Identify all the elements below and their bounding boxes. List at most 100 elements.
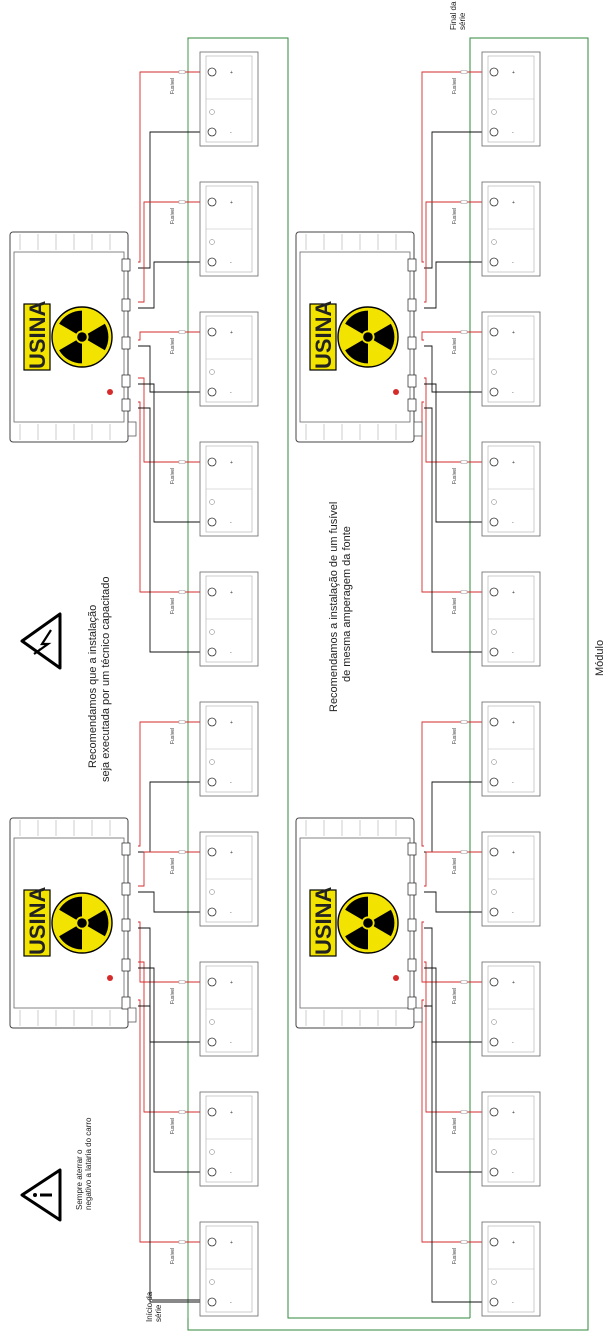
positive-terminal bbox=[489, 717, 499, 727]
minus-mark: - bbox=[230, 1170, 232, 1176]
battery: +- bbox=[199, 571, 259, 667]
minus-mark: - bbox=[230, 520, 232, 526]
output-terminal bbox=[121, 996, 131, 1010]
plus-mark: + bbox=[230, 720, 233, 726]
plus-mark: + bbox=[230, 70, 233, 76]
positive-terminal bbox=[489, 197, 499, 207]
fuse: Fusível bbox=[170, 1240, 186, 1264]
end-series-text: Final dasérie bbox=[449, 1, 467, 30]
plus-mark: + bbox=[512, 720, 515, 726]
positive-terminal bbox=[207, 1107, 217, 1117]
fuse-label: Fusível bbox=[452, 468, 458, 484]
installer-note-text: Recomendamos que a instalaçãoseja execut… bbox=[87, 577, 112, 782]
minus-mark: - bbox=[512, 1040, 514, 1046]
battery: +- bbox=[481, 1221, 541, 1317]
radiation-icon bbox=[337, 306, 399, 368]
fuse: Fusível bbox=[452, 1240, 468, 1264]
negative-terminal bbox=[489, 517, 499, 527]
output-terminal bbox=[121, 374, 131, 388]
output-terminal bbox=[121, 958, 131, 972]
output-terminal bbox=[407, 958, 417, 972]
output-terminal bbox=[121, 918, 131, 932]
radiation-icon bbox=[51, 892, 113, 954]
brand-text: USINA bbox=[25, 886, 50, 955]
radiation-icon bbox=[337, 892, 399, 954]
minus-mark: - bbox=[512, 260, 514, 266]
negative-terminal bbox=[489, 777, 499, 787]
fuse: Fusível bbox=[452, 200, 468, 224]
negative-terminal bbox=[207, 257, 217, 267]
fuse: Fusível bbox=[170, 720, 186, 744]
plus-mark: + bbox=[512, 460, 515, 466]
plus-mark: + bbox=[512, 980, 515, 986]
negative-terminal bbox=[207, 387, 217, 397]
brand-text: USINA bbox=[311, 886, 336, 955]
plus-mark: + bbox=[230, 330, 233, 336]
fuse: Fusível bbox=[170, 850, 186, 874]
positive-terminal bbox=[489, 457, 499, 467]
battery: +- bbox=[199, 1091, 259, 1187]
brand-badge bbox=[23, 889, 51, 957]
minus-mark: - bbox=[512, 520, 514, 526]
installer-note: Recomendamos que a instalaçãoseja execut… bbox=[87, 577, 112, 782]
fuse-label: Fusível bbox=[170, 1118, 176, 1134]
output-terminal bbox=[407, 374, 417, 388]
battery: +- bbox=[481, 311, 541, 407]
fuse-label: Fusível bbox=[452, 858, 458, 874]
minus-mark: - bbox=[512, 780, 514, 786]
negative-terminal bbox=[207, 1037, 217, 1047]
ground-note: Sempre aterrar onegativo a lataria do ca… bbox=[75, 1117, 93, 1210]
positive-terminal bbox=[207, 67, 217, 77]
negative-terminal bbox=[489, 1167, 499, 1177]
negative-terminal bbox=[489, 127, 499, 137]
minus-mark: - bbox=[512, 130, 514, 136]
fuse: Fusível bbox=[452, 590, 468, 614]
battery-wiring: FusívelFusívelFusívelFusívelFusívelFusív… bbox=[138, 70, 494, 1303]
radiation-icon bbox=[51, 306, 113, 368]
positive-terminal bbox=[489, 587, 499, 597]
plus-mark: + bbox=[230, 980, 233, 986]
amplifier: USINA bbox=[9, 817, 137, 1029]
warning-icon bbox=[20, 1168, 62, 1222]
fuse: Fusível bbox=[452, 330, 468, 354]
positive-terminal bbox=[489, 847, 499, 857]
output-terminal bbox=[121, 258, 131, 272]
battery: +- bbox=[481, 701, 541, 797]
amplifier: USINA bbox=[9, 231, 137, 443]
plus-mark: + bbox=[230, 460, 233, 466]
minus-mark: - bbox=[230, 1040, 232, 1046]
plus-mark: + bbox=[512, 590, 515, 596]
negative-terminal bbox=[207, 1167, 217, 1177]
fuse-label: Fusível bbox=[452, 208, 458, 224]
fuse: Fusível bbox=[452, 850, 468, 874]
battery: +- bbox=[199, 961, 259, 1057]
positive-terminal bbox=[207, 847, 217, 857]
negative-terminal bbox=[207, 777, 217, 787]
battery: +- bbox=[199, 831, 259, 927]
fuse: Fusível bbox=[170, 980, 186, 1004]
start-series-label: Início dasérie bbox=[145, 1291, 163, 1322]
brand-text: USINA bbox=[25, 300, 50, 369]
minus-mark: - bbox=[512, 910, 514, 916]
high-voltage-icon bbox=[20, 612, 62, 670]
output-terminal bbox=[121, 398, 131, 412]
negative-terminal bbox=[489, 647, 499, 657]
battery: +- bbox=[481, 831, 541, 927]
fuse-label: Fusível bbox=[452, 1248, 458, 1264]
negative-terminal bbox=[489, 1297, 499, 1307]
fuse: Fusível bbox=[452, 720, 468, 744]
fuse: Fusível bbox=[170, 70, 186, 94]
positive-terminal bbox=[489, 67, 499, 77]
minus-mark: - bbox=[230, 260, 232, 266]
fuse: Fusível bbox=[452, 70, 468, 94]
brand-text: USINA bbox=[311, 300, 336, 369]
output-terminal bbox=[121, 336, 131, 350]
positive-terminal bbox=[489, 1107, 499, 1117]
amplifiers: USINA USINA USINA USINA bbox=[9, 231, 423, 1029]
fuse: Fusível bbox=[452, 1110, 468, 1134]
output-terminal bbox=[407, 842, 417, 856]
negative-terminal bbox=[207, 127, 217, 137]
negative-terminal bbox=[489, 907, 499, 917]
plus-mark: + bbox=[512, 1110, 515, 1116]
